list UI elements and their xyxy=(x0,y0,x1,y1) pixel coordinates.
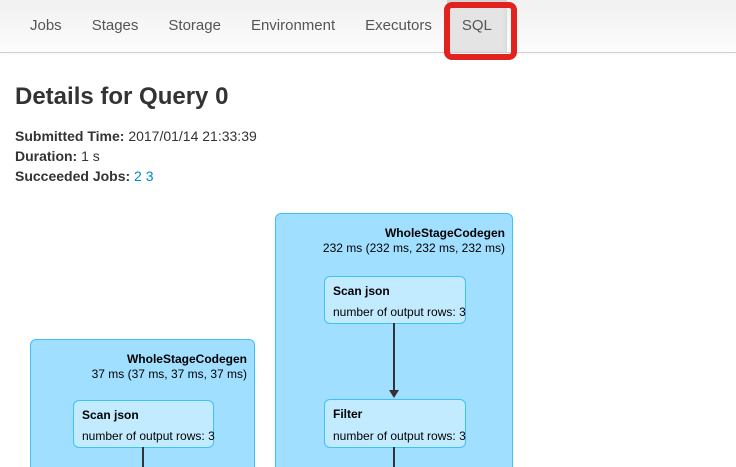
edge-scan-to-filter-arrowhead xyxy=(389,390,399,398)
tab-executors-link[interactable]: Executors xyxy=(365,17,432,34)
cluster-left-label: WholeStageCodegen 37 ms (37 ms, 37 ms, 3… xyxy=(31,340,254,382)
navbar: Jobs Stages Storage Environment Executor… xyxy=(0,0,736,53)
tab-stages-link[interactable]: Stages xyxy=(91,17,139,34)
edge-below-scan-left-line xyxy=(142,447,144,467)
query-summary: Submitted Time: 2017/01/14 21:33:39 Dura… xyxy=(15,126,257,186)
node-scan-json-right: Scan json number of output rows: 3 xyxy=(324,276,466,324)
tab-environment-link[interactable]: Environment xyxy=(250,17,336,34)
cluster-left-name: WholeStageCodegen xyxy=(126,352,247,366)
duration-label: Duration: xyxy=(15,148,78,164)
edge-below-filter-line xyxy=(393,447,395,467)
tab-executors: Executors xyxy=(350,0,447,52)
tab-stages: Stages xyxy=(77,0,154,52)
summary-duration: Duration: 1 s xyxy=(15,146,257,166)
tab-environment: Environment xyxy=(236,0,350,52)
succeeded-jobs-label: Succeeded Jobs: xyxy=(15,168,131,184)
nav-tabs: Jobs Stages Storage Environment Executor… xyxy=(0,0,736,52)
cluster-right-label: WholeStageCodegen 232 ms (232 ms, 232 ms… xyxy=(276,214,512,256)
node-filter-metric: number of output rows: 3 xyxy=(333,429,466,443)
node-scan-json-left-name: Scan json xyxy=(82,408,139,422)
tab-jobs-link[interactable]: Jobs xyxy=(30,17,62,34)
node-scan-json-left: Scan json number of output rows: 3 xyxy=(73,400,215,448)
node-filter-name: Filter xyxy=(333,407,363,421)
node-filter: Filter number of output rows: 3 xyxy=(324,399,466,448)
page-title: Details for Query 0 xyxy=(15,83,229,110)
cluster-wholestagecodegen-left: WholeStageCodegen 37 ms (37 ms, 37 ms, 3… xyxy=(30,339,255,467)
node-scan-json-right-name: Scan json xyxy=(333,284,390,298)
submitted-time-label: Submitted Time: xyxy=(15,128,125,144)
submitted-time-value: 2017/01/14 21:33:39 xyxy=(128,128,257,144)
tab-sql: SQL xyxy=(446,0,507,52)
node-scan-json-right-metric: number of output rows: 3 xyxy=(333,305,466,319)
summary-submitted-time: Submitted Time: 2017/01/14 21:33:39 xyxy=(15,126,257,146)
edge-scan-to-filter-line xyxy=(393,323,395,390)
cluster-right-timing: 232 ms (232 ms, 232 ms, 232 ms) xyxy=(322,241,505,255)
tab-sql-link[interactable]: SQL xyxy=(446,0,507,52)
tab-storage: Storage xyxy=(153,0,236,52)
job-link-2[interactable]: 2 xyxy=(134,168,142,184)
cluster-left-timing: 37 ms (37 ms, 37 ms, 37 ms) xyxy=(91,367,247,381)
job-link-3[interactable]: 3 xyxy=(145,168,154,184)
node-scan-json-left-metric: number of output rows: 3 xyxy=(82,429,215,443)
cluster-wholestagecodegen-right: WholeStageCodegen 232 ms (232 ms, 232 ms… xyxy=(275,213,513,467)
duration-value: 1 s xyxy=(81,148,100,164)
summary-succeeded-jobs: Succeeded Jobs: 2 3 xyxy=(15,166,257,186)
tab-storage-link[interactable]: Storage xyxy=(168,17,221,34)
cluster-right-name: WholeStageCodegen xyxy=(384,226,505,240)
tab-jobs: Jobs xyxy=(15,0,77,52)
